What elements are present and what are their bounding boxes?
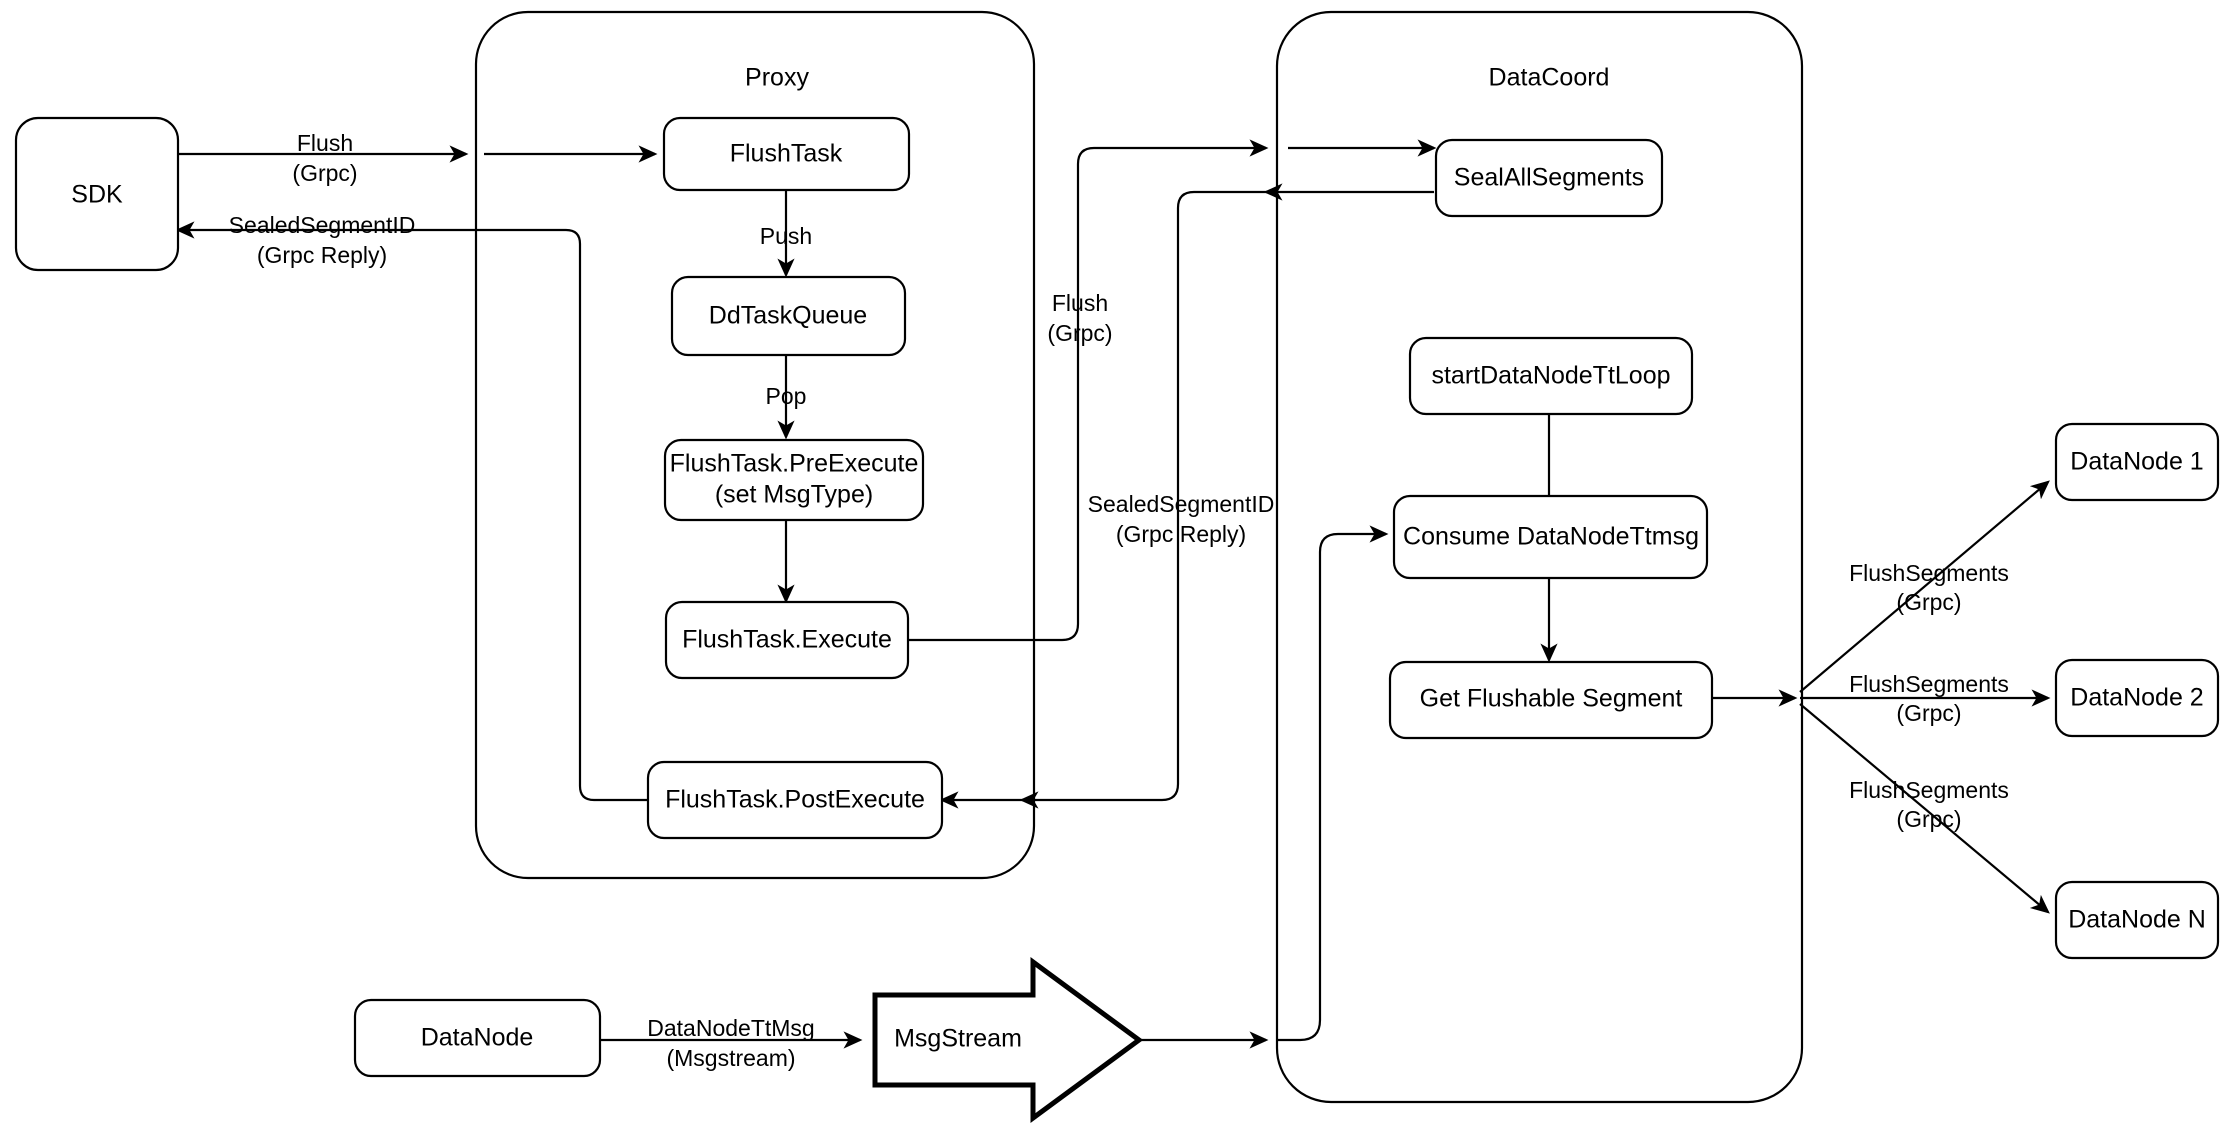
node-flushtask-execute[interactable]: FlushTask.Execute [664, 600, 910, 680]
group-datacoord: DataCoord [1275, 10, 1804, 1104]
node-start-datanode-tt-loop[interactable]: startDataNodeTtLoop [1408, 336, 1694, 416]
execute-label: FlushTask.Execute [682, 626, 892, 654]
edge-label-sealedsegmentid-line2: (Grpc Reply) [257, 242, 387, 268]
sdk-box[interactable] [14, 116, 180, 272]
node-sdk[interactable]: SDK [14, 116, 180, 272]
proxy-title: Proxy [745, 64, 809, 92]
edge-proxy-to-sdk-sealedsegmentid [175, 221, 648, 802]
startdatanodettloop-label: startDataNodeTtLoop [1431, 362, 1670, 390]
node-flushtask-postexecute[interactable]: FlushTask.PostExecute [646, 760, 944, 840]
node-consume-datanode-ttmsg[interactable]: Consume DataNodeTtmsg [1392, 494, 1709, 580]
edge-label-coord-reply-line1: SealedSegmentID [1088, 491, 1275, 517]
edge-junction-to-datanode-n [1799, 703, 2050, 914]
label-coord-to-proxy: SealedSegmentID (Grpc Reply) [1088, 491, 1275, 547]
startdatanodettloop-box[interactable] [1408, 336, 1694, 416]
edge-label-flushsegments-n-line1: FlushSegments [1849, 777, 2009, 803]
datanode-source-label: DataNode [421, 1024, 534, 1052]
edge-label-coord-reply-line2: (Grpc Reply) [1116, 521, 1246, 547]
edge-datacoord-to-proxy-reply [1046, 190, 1276, 802]
node-seal-all-segments[interactable]: SealAllSegments [1434, 138, 1664, 218]
datanode-1-label: DataNode 1 [2070, 448, 2203, 476]
edge-label-flushsegments-2-line1: FlushSegments [1849, 671, 2009, 697]
node-get-flushable-segment[interactable]: Get Flushable Segment [1388, 660, 1714, 740]
postexecute-box[interactable] [646, 760, 944, 840]
preexecute-label-line1: FlushTask.PreExecute [670, 450, 919, 478]
label-flush-segments-2: FlushSegments (Grpc) [1849, 671, 2009, 726]
ddtaskqueue-label: DdTaskQueue [709, 302, 867, 330]
datanode-1-box[interactable] [2054, 422, 2220, 502]
node-datanode-1[interactable]: DataNode 1 [2054, 422, 2220, 502]
preexecute-label-line2: (set MsgType) [715, 481, 873, 509]
label-datanode-ttmsg: DataNodeTtMsg (Msgstream) [647, 1015, 814, 1071]
label-proxy-to-sdk: SealedSegmentID (Grpc Reply) [229, 212, 416, 268]
node-dd-task-queue[interactable]: DdTaskQueue [670, 275, 907, 357]
datanode-2-box[interactable] [2054, 658, 2220, 738]
node-datanode-source[interactable]: DataNode [353, 998, 602, 1078]
edge-label-flush-grpc-line1: Flush [297, 130, 353, 156]
edge-label-flush-grpc-line2: (Grpc) [292, 160, 357, 186]
label-flush-segments-n: FlushSegments (Grpc) [1849, 777, 2009, 832]
edge-label-flushsegments-1-line2: (Grpc) [1896, 589, 1961, 615]
edge-label-flushsegments-2-line2: (Grpc) [1896, 700, 1961, 726]
datanode-2-label: DataNode 2 [2070, 684, 2203, 712]
sealallsegments-label: SealAllSegments [1454, 164, 1644, 192]
group-proxy: Proxy [474, 10, 1036, 880]
node-datanode-n[interactable]: DataNode N [2054, 880, 2220, 960]
preexecute-box[interactable] [663, 438, 925, 522]
flushtask-label: FlushTask [730, 140, 843, 168]
datacoord-title: DataCoord [1489, 64, 1610, 92]
ddtaskqueue-box[interactable] [670, 275, 907, 357]
getflushablesegment-box[interactable] [1388, 660, 1714, 740]
consumedatanodettmsg-label: Consume DataNodeTtmsg [1403, 523, 1699, 551]
edge-label-flush-coord-line1: Flush [1052, 290, 1108, 316]
node-flush-task[interactable]: FlushTask [662, 116, 911, 192]
flushtask-box[interactable] [662, 116, 911, 192]
execute-box[interactable] [664, 600, 910, 680]
edge-label-pop: Pop [766, 383, 807, 409]
label-flush-segments-1: FlushSegments (Grpc) [1849, 560, 2009, 615]
edge-junction-to-datanode-1 [1799, 480, 2050, 693]
sdk-label: SDK [71, 181, 123, 209]
consumedatanodettmsg-box[interactable] [1392, 494, 1709, 580]
sealallsegments-box[interactable] [1434, 138, 1664, 218]
edge-label-ttmsg-line1: DataNodeTtMsg [647, 1015, 814, 1041]
proxy-container [474, 10, 1036, 880]
edge-datacoord-boundary-to-consume [1277, 525, 1389, 1042]
edge-label-sealedsegmentid-line1: SealedSegmentID [229, 212, 416, 238]
edge-label-flush-coord-line2: (Grpc) [1047, 320, 1112, 346]
node-flushtask-preexecute[interactable]: FlushTask.PreExecute (set MsgType) [663, 438, 925, 522]
edge-execute-to-datacoord-flush [908, 139, 1269, 642]
datacoord-container [1275, 10, 1804, 1104]
edge-label-push: Push [760, 223, 812, 249]
node-msgstream[interactable]: MsgStream [872, 957, 1144, 1123]
postexecute-label: FlushTask.PostExecute [665, 786, 925, 814]
getflushablesegment-label: Get Flushable Segment [1420, 685, 1683, 713]
node-datanode-2[interactable]: DataNode 2 [2054, 658, 2220, 738]
datanode-n-label: DataNode N [2068, 906, 2206, 934]
datanode-n-box[interactable] [2054, 880, 2220, 960]
edge-label-ttmsg-line2: (Msgstream) [666, 1045, 795, 1071]
edge-label-flushsegments-n-line2: (Grpc) [1896, 806, 1961, 832]
datanode-source-box[interactable] [353, 998, 602, 1078]
msgstream-label: MsgStream [894, 1025, 1022, 1053]
label-proxy-to-coord: Flush (Grpc) [1047, 290, 1112, 346]
label-sdk-to-proxy: Flush (Grpc) [292, 130, 357, 186]
msgstream-block-arrow[interactable] [872, 957, 1144, 1123]
edge-label-flushsegments-1-line1: FlushSegments [1849, 560, 2009, 586]
